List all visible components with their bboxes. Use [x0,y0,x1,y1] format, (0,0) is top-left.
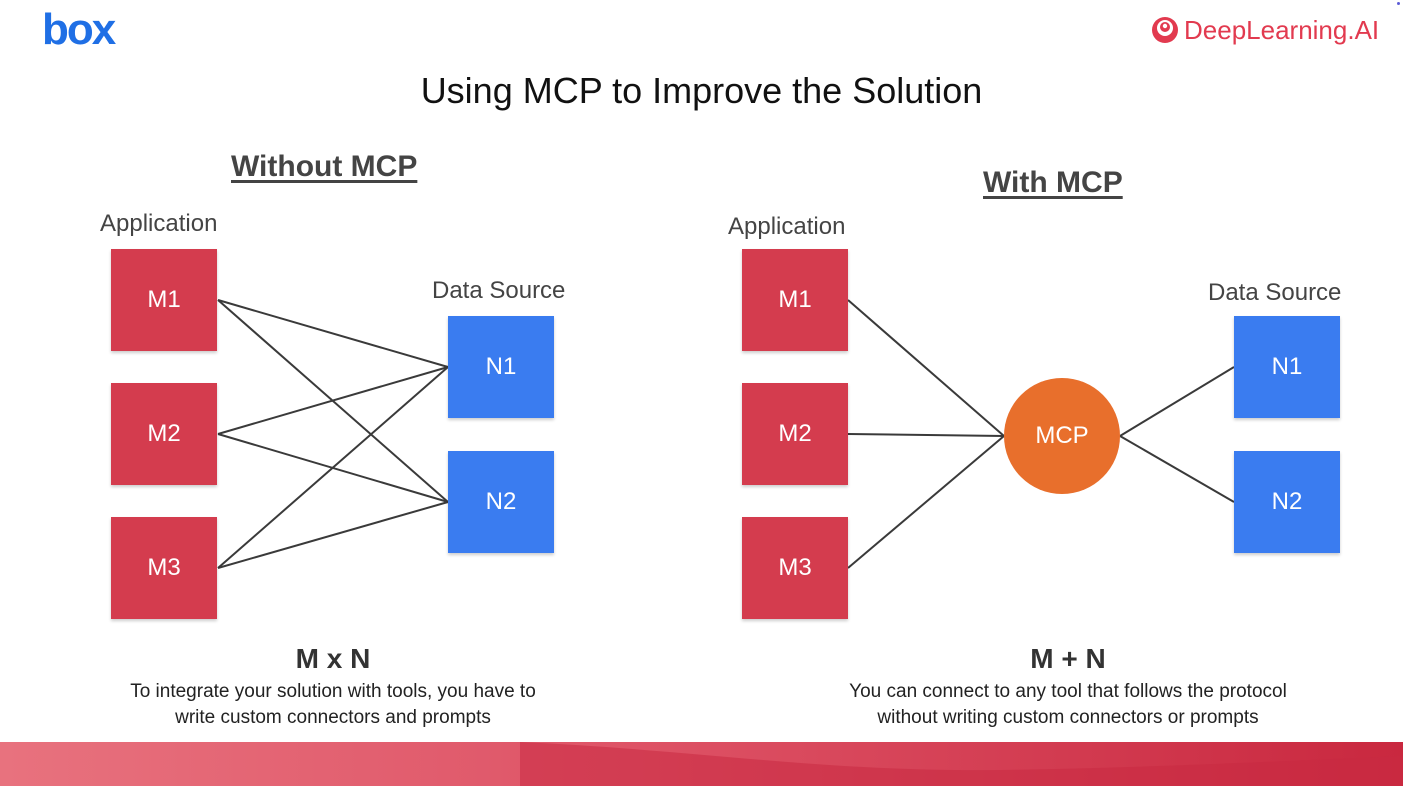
with-description-line-1: You can connect to any tool that follows… [849,681,1287,702]
deeplearning-logo-text: DeepLearning.AI [1184,14,1380,45]
with-app-m1: M1 [742,249,848,351]
with-description: You can connect to any tool that follows… [798,679,1338,731]
edge-m3-n2 [217,501,449,569]
without-source-n1: N1 [448,316,554,418]
edge-mcp-n2 [1119,435,1235,503]
edge-m2-n1 [217,366,449,435]
with-app-m2: M2 [742,383,848,485]
box-logo: box [42,5,116,54]
corner-dot [1397,2,1400,5]
without-description: To integrate your solution with tools, y… [73,679,593,731]
edge-m3-mcp [847,435,1005,569]
edge-mcp-n1 [1119,366,1235,437]
with-app-m3: M3 [742,517,848,619]
edge-m3-n1 [217,366,449,569]
with-source-n1: N1 [1234,316,1340,418]
deeplearning-icon [1152,17,1178,43]
with-source-n2: N2 [1234,451,1340,553]
deeplearning-logo: DeepLearning.AI [1150,12,1379,48]
without-description-line-1: To integrate your solution with tools, y… [130,681,536,702]
with-application-label: Application [728,213,846,240]
with-mcp-heading: With MCP [983,166,1123,199]
without-source-n2: N2 [448,451,554,553]
without-app-m1: M1 [111,249,217,351]
mcp-hub: MCP [1004,378,1120,494]
with-formula: M + N [1030,643,1106,674]
footer-wave-band [0,742,1403,786]
edge-m1-n1 [217,299,449,368]
with-data-source-label: Data Source [1208,279,1342,306]
without-app-m2: M2 [111,383,217,485]
without-formula: M x N [295,643,371,674]
with-description-line-2: without writing custom connectors or pro… [877,707,1259,728]
edge-m1-mcp [847,299,1005,437]
without-application-label: Application [100,210,218,237]
without-data-source-label: Data Source [432,277,566,304]
without-app-m3: M3 [111,517,217,619]
without-description-line-2: write custom connectors and prompts [175,707,491,728]
slide-title: Using MCP to Improve the Solution [420,70,983,111]
without-mcp-heading: Without MCP [231,150,418,183]
edge-m2-mcp [847,433,1005,437]
